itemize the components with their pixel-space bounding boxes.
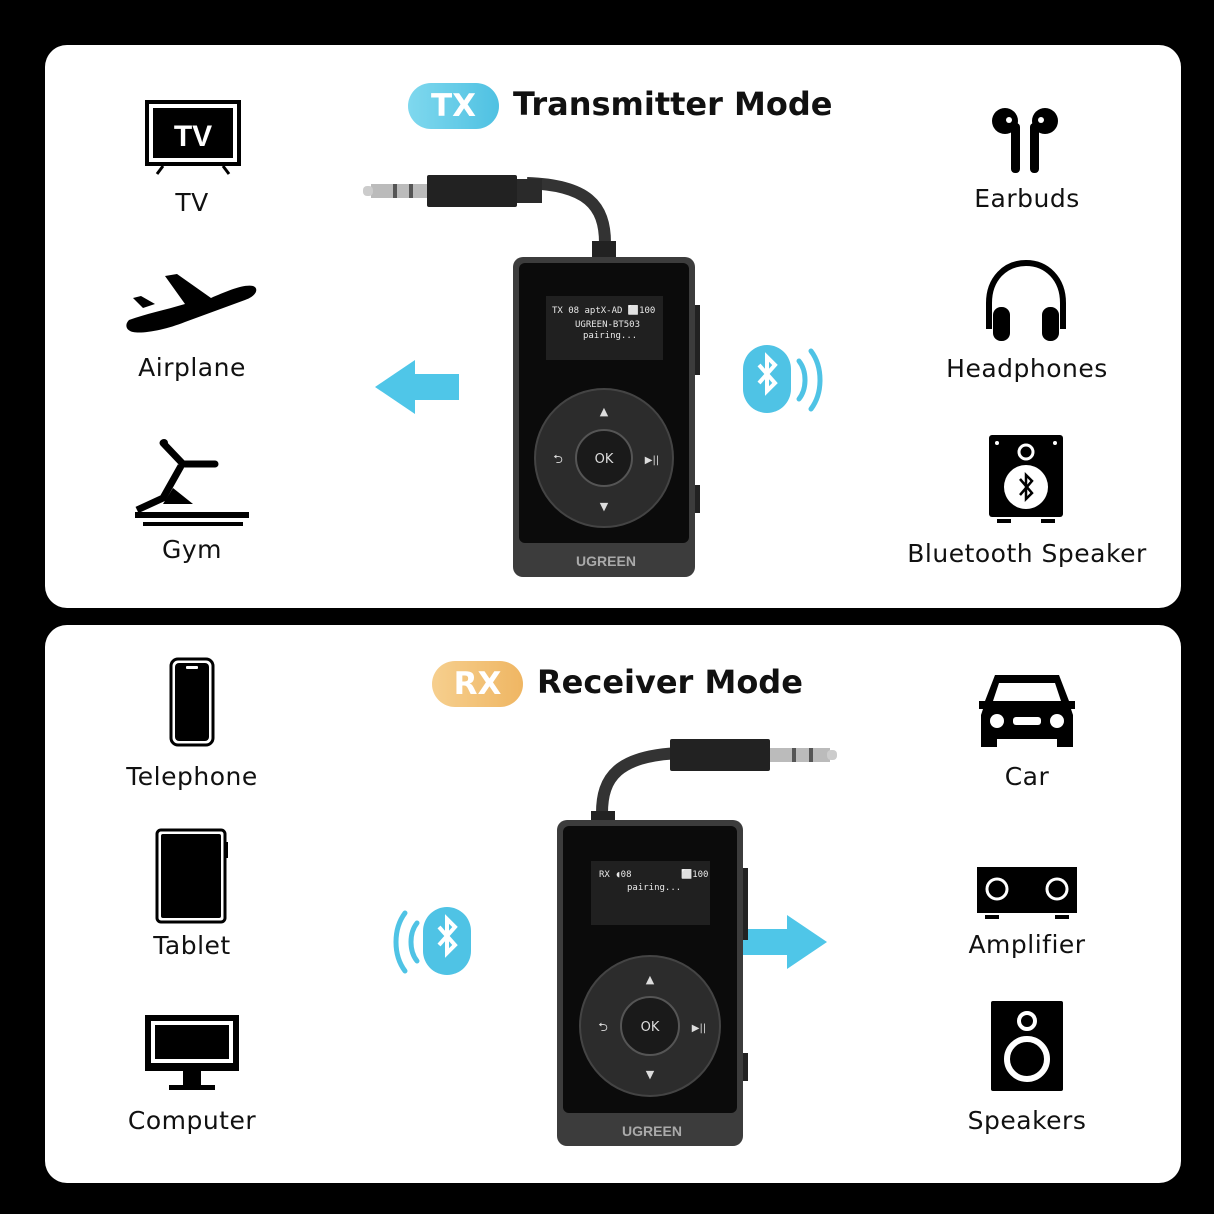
- earbuds-icon: [991, 105, 1059, 183]
- tx-up-button[interactable]: ▲: [600, 405, 609, 418]
- rx-down-button[interactable]: ▼: [646, 1068, 655, 1081]
- tx-back-button[interactable]: ⮌: [553, 452, 563, 466]
- rx-badge: RX: [432, 661, 523, 707]
- speaker-icon: [989, 999, 1065, 1097]
- car-icon: [975, 667, 1079, 753]
- bluetooth-signal-icon: [389, 907, 473, 981]
- treadmill-icon: [133, 438, 253, 532]
- tv-icon-text: TV: [174, 120, 212, 153]
- rx-device: RX ◖08 ⬜100 pairing... OK ▲ ▼ ⮌ ▶|| UGRE…: [507, 733, 862, 1155]
- rx-ok-button[interactable]: OK: [641, 1020, 660, 1035]
- amplifier-icon: [975, 865, 1079, 925]
- transmitter-mode-panel: TX Transmitter Mode TV TV Airplane Gym: [45, 45, 1181, 608]
- device-label-tablet: Tablet: [153, 931, 231, 960]
- device-label-computer: Computer: [127, 1106, 257, 1135]
- rx-screen-line1-right: ⬜100: [681, 868, 708, 880]
- device-label-car: Car: [1004, 762, 1050, 791]
- tx-screen-line1: TX 08 aptX-AD ⬜100: [552, 304, 655, 316]
- tx-down-button[interactable]: ▼: [600, 500, 609, 513]
- device-label-speakers: Speakers: [967, 1106, 1087, 1135]
- device-label-gym: Gym: [161, 535, 223, 564]
- tv-icon: TV: [145, 100, 241, 182]
- device-label-tv: TV: [175, 188, 209, 217]
- arrow-right-icon: [741, 915, 827, 973]
- tablet-icon: [155, 828, 229, 928]
- rx-play-button[interactable]: ▶||: [692, 1023, 706, 1034]
- rx-screen-line1: RX ◖08: [599, 870, 632, 880]
- rx-screen-line2: pairing...: [627, 883, 681, 893]
- tx-play-button[interactable]: ▶||: [645, 455, 659, 466]
- rx-back-button[interactable]: ⮌: [598, 1020, 608, 1034]
- bluetooth-speaker-icon: [987, 433, 1065, 529]
- arrow-left-icon: [375, 360, 461, 418]
- device-label-earbuds: Earbuds: [974, 184, 1080, 213]
- tx-badge: TX: [408, 83, 499, 129]
- device-label-amplifier: Amplifier: [968, 930, 1086, 959]
- device-label-telephone: Telephone: [126, 762, 258, 791]
- receiver-mode-panel: RX Receiver Mode Telephone Tablet Comput…: [45, 625, 1181, 1183]
- device-label-headphones: Headphones: [946, 354, 1108, 383]
- headphones-icon: [983, 259, 1069, 347]
- tx-device: TX 08 aptX-AD ⬜100 UGREEN-BT503 pairing.…: [357, 165, 702, 584]
- tx-mode-title: Transmitter Mode: [513, 85, 833, 123]
- rx-up-button[interactable]: ▲: [646, 973, 655, 986]
- phone-icon: [169, 657, 215, 751]
- tx-screen-line3: pairing...: [583, 331, 637, 341]
- bluetooth-signal-icon: [743, 345, 827, 419]
- device-label-airplane: Airplane: [138, 353, 246, 382]
- computer-icon: [143, 1013, 241, 1097]
- tx-ok-button[interactable]: OK: [595, 452, 614, 467]
- rx-brand-logo: UGREEN: [622, 1123, 682, 1139]
- device-label-bluetooth-speaker: Bluetooth Speaker: [907, 539, 1147, 568]
- tx-brand-logo: UGREEN: [576, 553, 636, 569]
- tx-screen-line2: UGREEN-BT503: [575, 320, 640, 330]
- rx-mode-title: Receiver Mode: [537, 663, 803, 701]
- airplane-icon: [125, 270, 259, 339]
